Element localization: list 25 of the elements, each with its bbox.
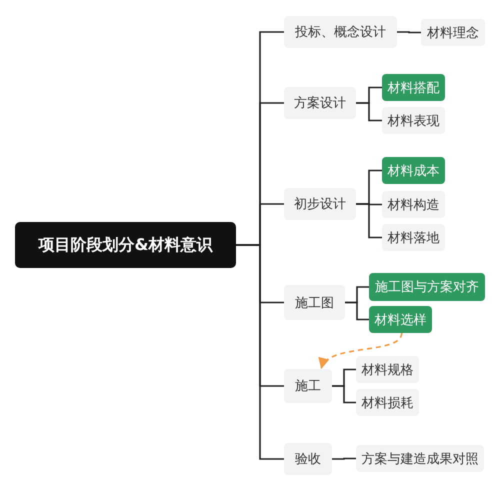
highlighted-topic-box: 材料成本 bbox=[382, 157, 445, 184]
connector-line bbox=[332, 385, 356, 404]
topic-box: 验收 bbox=[284, 443, 332, 475]
topic-box: 材料理念 bbox=[421, 19, 485, 46]
connector-line bbox=[397, 31, 421, 34]
highlighted-topic-box: 材料搭配 bbox=[382, 74, 445, 101]
highlighted-topic-box: 施工图与方案对齐 bbox=[369, 273, 485, 301]
highlighted-topic-box: 材料选样 bbox=[369, 306, 432, 333]
topic-box: 方案设计 bbox=[284, 87, 356, 119]
topic-box: 投标、概念设计 bbox=[284, 16, 397, 48]
root-topic-box: 项目阶段划分&材料意识 bbox=[15, 222, 236, 268]
topic-box: 施工图 bbox=[284, 285, 345, 320]
dashed-arrow bbox=[320, 332, 403, 369]
connector-line bbox=[332, 458, 356, 460]
topic-box: 材料规格 bbox=[356, 356, 419, 383]
topic-box: 方案与建造成果对照 bbox=[356, 445, 484, 472]
topic-box: 材料损耗 bbox=[356, 389, 419, 416]
connector-line bbox=[345, 302, 369, 320]
topic-box: 施工 bbox=[284, 369, 332, 403]
connector-line bbox=[356, 203, 382, 238]
topic-box: 材料表现 bbox=[382, 107, 445, 134]
topic-box: 材料落地 bbox=[382, 224, 445, 251]
topic-box: 初步设计 bbox=[284, 188, 356, 220]
connector-line bbox=[356, 102, 382, 122]
topic-box: 材料构造 bbox=[382, 191, 445, 218]
